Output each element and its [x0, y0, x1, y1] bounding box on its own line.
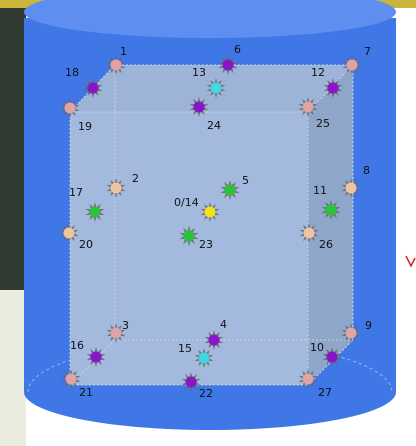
marker-dot: [327, 352, 338, 363]
marker-label: 9: [365, 319, 372, 332]
marker-label: 4: [220, 318, 227, 331]
marker-label: 17: [69, 186, 83, 199]
marker-dot: [304, 228, 315, 239]
marker-label: 7: [364, 45, 371, 58]
marker-dot: [346, 183, 357, 194]
marker-label: 2: [132, 172, 139, 185]
marker-label: 23: [199, 238, 213, 251]
marker-dot: [65, 103, 76, 114]
marker-label: 8: [363, 164, 370, 177]
marker-label: 22: [199, 387, 213, 400]
marker-label: 0/14: [174, 196, 199, 209]
marker-dot: [205, 207, 216, 218]
marker-label: 12: [311, 66, 325, 79]
marker-dot: [223, 60, 234, 71]
marker-label: 16: [70, 339, 84, 352]
marker-label: 3: [122, 319, 129, 332]
marker-dot: [66, 374, 77, 385]
marker-dot: [211, 83, 222, 94]
background-dark-panel: [0, 0, 26, 290]
marker-dot: [328, 83, 339, 94]
marker-dot: [209, 335, 220, 346]
marker-dot: [186, 377, 197, 388]
marker-dot: [347, 60, 358, 71]
marker-dot: [64, 228, 75, 239]
cube-side-face: [308, 65, 353, 385]
marker-dot: [91, 352, 102, 363]
marker-dot: [199, 353, 210, 364]
marker-label: 1: [120, 45, 127, 58]
marker-dot: [303, 102, 314, 113]
marker-dot: [303, 374, 314, 385]
marker-label: 21: [79, 386, 93, 399]
marker-dot: [326, 205, 337, 216]
marker-label: 19: [78, 120, 92, 133]
marker-label: 24: [207, 119, 221, 132]
marker-dot: [184, 231, 195, 242]
marker-dot: [88, 83, 99, 94]
background-light-panel: [0, 290, 26, 446]
red-arrow-mark: [406, 256, 415, 266]
marker-label: 11: [313, 184, 327, 197]
marker-dot: [346, 328, 357, 339]
marker-dot: [194, 102, 205, 113]
marker-dot: [225, 185, 236, 196]
marker-label: 13: [192, 66, 206, 79]
marker-label: 15: [178, 342, 192, 355]
marker-label: 26: [319, 238, 333, 251]
marker-label: 18: [65, 66, 79, 79]
marker-label: 20: [79, 238, 93, 251]
marker-label: 5: [242, 174, 249, 187]
marker-dot: [111, 60, 122, 71]
marker-dot: [111, 328, 122, 339]
marker-dot: [90, 207, 101, 218]
marker-dot: [111, 183, 122, 194]
marker-label: 25: [316, 117, 330, 130]
marker-label: 10: [310, 341, 324, 354]
marker-label: 27: [318, 386, 332, 399]
marker-label: 6: [234, 43, 241, 56]
